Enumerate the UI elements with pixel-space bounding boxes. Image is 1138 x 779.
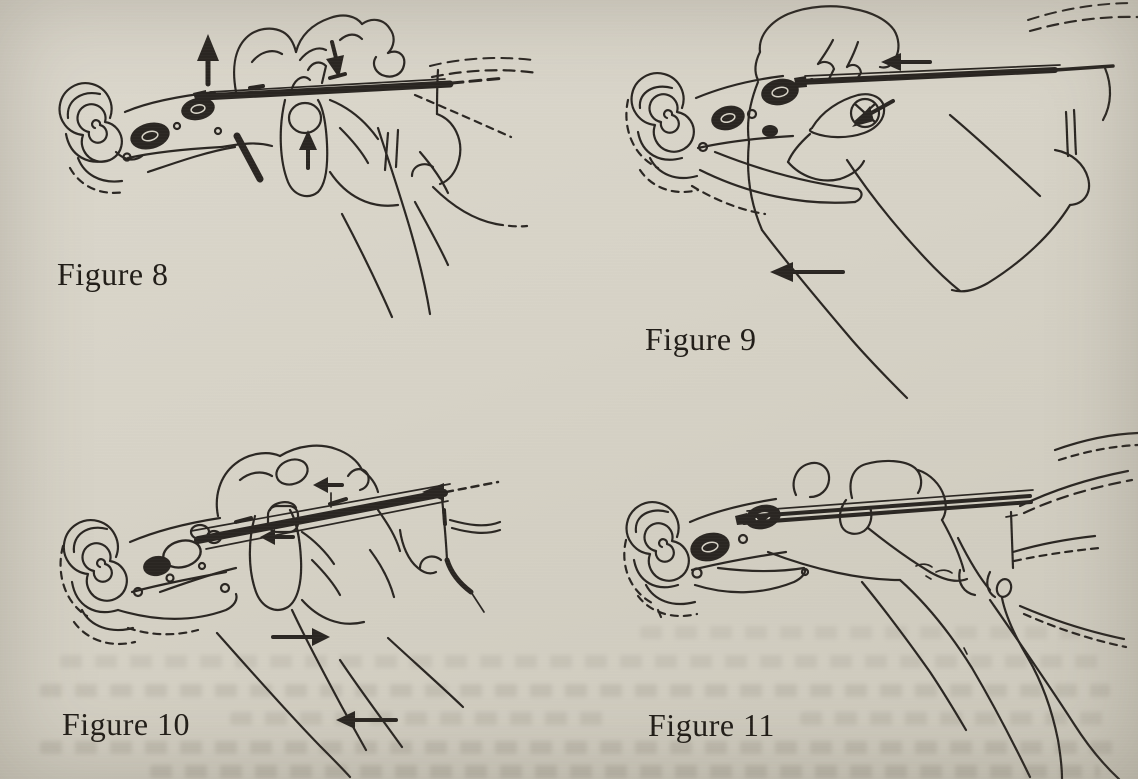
bow-drawing <box>190 480 500 550</box>
violin-body-drawing <box>948 2 1138 293</box>
arm-drawing <box>215 608 465 779</box>
forearm-left-arrow <box>336 711 398 729</box>
pegbox-drawing <box>128 516 231 598</box>
hand-drawing <box>215 444 438 625</box>
scroll-drawing <box>623 501 699 619</box>
bleed-through-text <box>800 712 1110 725</box>
violin-body-drawing <box>1005 431 1138 649</box>
hand-drawing <box>792 459 969 582</box>
wrist-left-arrow <box>770 262 845 282</box>
violin-body-drawing <box>418 496 502 613</box>
bow-drawing <box>735 489 1034 525</box>
bleed-through-text <box>640 626 1090 639</box>
figure-11-caption: Figure 11 <box>648 707 775 743</box>
hand-drawing <box>754 5 900 182</box>
figure-11-illustration <box>623 431 1138 779</box>
bow-left-arrow <box>881 53 932 71</box>
thumb-left-arrow <box>260 529 295 545</box>
neck-drawing <box>116 566 238 636</box>
neck-drawing <box>693 566 807 594</box>
scroll-drawing <box>58 82 144 194</box>
thumb-left-arrow <box>852 99 895 127</box>
bleed-through-text <box>40 684 1110 697</box>
pegbox-drawing <box>694 74 799 153</box>
figure-9-illustration <box>625 2 1138 400</box>
wrist-right-arrow <box>271 628 330 646</box>
arm-drawing <box>766 536 1121 779</box>
down-arrow <box>326 40 344 78</box>
arm-drawing <box>746 80 962 400</box>
hand-drawing <box>233 14 450 207</box>
bow-drawing <box>794 64 1115 88</box>
pegbox-drawing <box>122 90 224 162</box>
bleed-through-text <box>230 712 610 725</box>
bow-drawing <box>193 76 507 102</box>
figure-8-caption: Figure 8 <box>57 256 169 292</box>
bleed-through-text <box>150 765 1100 778</box>
figure-9-caption: Figure 9 <box>645 321 757 357</box>
violin-body-drawing <box>410 57 539 228</box>
neck-drawing <box>146 128 400 183</box>
thumb-up-arrow <box>299 130 317 170</box>
arm-drawing <box>340 126 450 319</box>
scroll-drawing <box>59 519 137 646</box>
figure-10-caption: Figure 10 <box>62 706 191 742</box>
neck-drawing <box>690 150 863 216</box>
figure-8-illustration <box>58 14 539 319</box>
bleed-through-text <box>40 741 1120 754</box>
up-arrow <box>197 34 219 87</box>
scroll-drawing <box>625 72 700 194</box>
figure-10-illustration <box>59 444 502 779</box>
bow-left-arrow <box>313 477 344 508</box>
